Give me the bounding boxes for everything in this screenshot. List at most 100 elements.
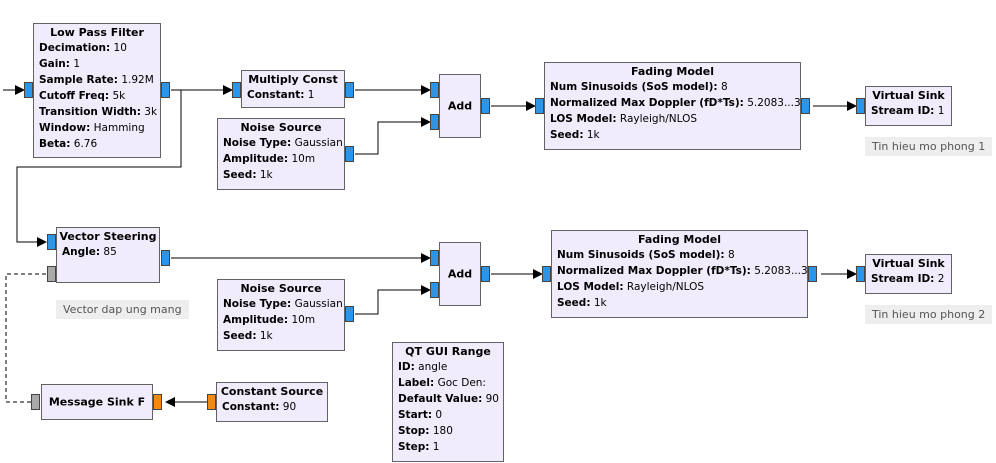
block-param: Num Sinusoids (SoS model): 8 [552, 247, 807, 263]
param-key: Seed: [550, 129, 584, 141]
param-key: Cutoff Freq: [39, 90, 110, 102]
param-value: Hamming [93, 122, 145, 134]
block-param: Transition Width: 3k [34, 104, 160, 120]
block-param: Angle: 85 [57, 244, 159, 260]
param-key: Gain: [39, 58, 70, 70]
note-sink-1: Tin hieu mo phong 1 [865, 137, 993, 156]
param-key: Constant: [222, 401, 280, 413]
param-value: angle [418, 361, 448, 373]
lpf-output-port[interactable] [161, 82, 170, 98]
param-value: 0 [435, 409, 443, 421]
block-param: Default Value: 90 [393, 391, 503, 407]
constsrc-output-port[interactable] [207, 394, 216, 410]
vsink1-input-port[interactable] [856, 98, 865, 114]
param-value: 8 [720, 81, 728, 93]
param-key: Start: [398, 409, 433, 421]
block-title: Noise Source [240, 282, 322, 295]
block-title: Fading Model [637, 233, 722, 246]
param-key: Noise Type: [223, 137, 292, 149]
param-key: Decimation: [39, 42, 111, 54]
param-key: Transition Width: [39, 106, 141, 118]
msgsink-float-port[interactable] [153, 394, 162, 410]
block-param: LOS Model: Rayleigh/NLOS [552, 279, 807, 295]
param-key: Seed: [223, 169, 257, 181]
message-sink-f-block[interactable]: Message Sink F [41, 384, 153, 420]
vsteer-output-port[interactable] [161, 250, 170, 266]
block-param: Normalized Max Doppler (fD*Ts): 5.2083..… [545, 95, 807, 111]
vsink2-input-port[interactable] [856, 266, 865, 282]
param-key: Stream ID: [871, 105, 935, 117]
param-value: 1.92M [121, 74, 154, 86]
add-1-block[interactable]: Add [439, 74, 481, 138]
param-key: Stream ID: [871, 273, 935, 285]
note-sink-2: Tin hieu mo phong 2 [865, 305, 993, 324]
add-2-block[interactable]: Add [439, 242, 481, 306]
noise1-output-port[interactable] [345, 146, 354, 162]
add1-output-port[interactable] [481, 98, 490, 114]
param-key: Constant: [247, 89, 305, 101]
vsteer-input-port[interactable] [47, 234, 56, 250]
mult-input-port[interactable] [232, 82, 241, 98]
param-value: 5.2083...3u [747, 97, 808, 109]
add2-input-1-port[interactable] [430, 282, 439, 298]
lpf-input-port[interactable] [24, 82, 33, 98]
block-param: Gain: 1 [34, 56, 160, 72]
param-value: 10m [291, 153, 316, 165]
fading1-input-port[interactable] [535, 98, 544, 114]
param-key: Amplitude: [223, 314, 289, 326]
add1-input-1-port[interactable] [430, 114, 439, 130]
block-param: Start: 0 [393, 407, 503, 423]
block-title: Fading Model [630, 65, 715, 78]
param-key: LOS Model: [557, 281, 624, 293]
param-value: 1 [432, 441, 440, 453]
block-title: Constant Source [220, 385, 324, 398]
block-param: Cutoff Freq: 5k [34, 88, 160, 104]
block-title: Add [447, 267, 473, 281]
block-title: Low Pass Filter [50, 26, 144, 39]
add1-input-0-port[interactable] [430, 82, 439, 98]
param-value: 10 [113, 42, 127, 54]
param-key: Angle: [62, 246, 101, 258]
fading2-output-port[interactable] [808, 266, 817, 282]
param-value: 1k [586, 129, 600, 141]
fading1-output-port[interactable] [801, 98, 810, 114]
param-value: 1 [73, 58, 81, 70]
block-param: Sample Rate: 1.92M [34, 72, 160, 88]
add2-output-port[interactable] [481, 266, 490, 282]
block-param: Beta: 6.76 [34, 136, 160, 152]
param-value: 1k [593, 297, 607, 309]
param-value: 180 [432, 425, 453, 437]
add2-input-0-port[interactable] [430, 250, 439, 266]
block-param: Stream ID: 1 [866, 103, 951, 119]
block-param: Seed: 1k [552, 295, 807, 311]
param-key: Stop: [398, 425, 430, 437]
block-title: Virtual Sink [872, 89, 945, 102]
msgsink-input-port[interactable] [31, 394, 40, 410]
block-param: Num Sinusoids (SoS model): 8 [545, 79, 800, 95]
param-value: 85 [103, 246, 117, 258]
block-param: Window: Hamming [34, 120, 160, 136]
param-value: 10m [291, 314, 316, 326]
param-key: ID: [398, 361, 415, 373]
param-value: 90 [485, 393, 499, 405]
noise2-output-port[interactable] [345, 306, 354, 322]
param-value: 1k [259, 169, 273, 181]
param-key: Step: [398, 441, 430, 453]
param-value: 90 [282, 401, 297, 413]
fading2-input-port[interactable] [542, 266, 551, 282]
param-value: 3k [144, 106, 158, 118]
vsteer-message-port[interactable] [47, 266, 56, 282]
mult-output-port[interactable] [345, 82, 354, 98]
